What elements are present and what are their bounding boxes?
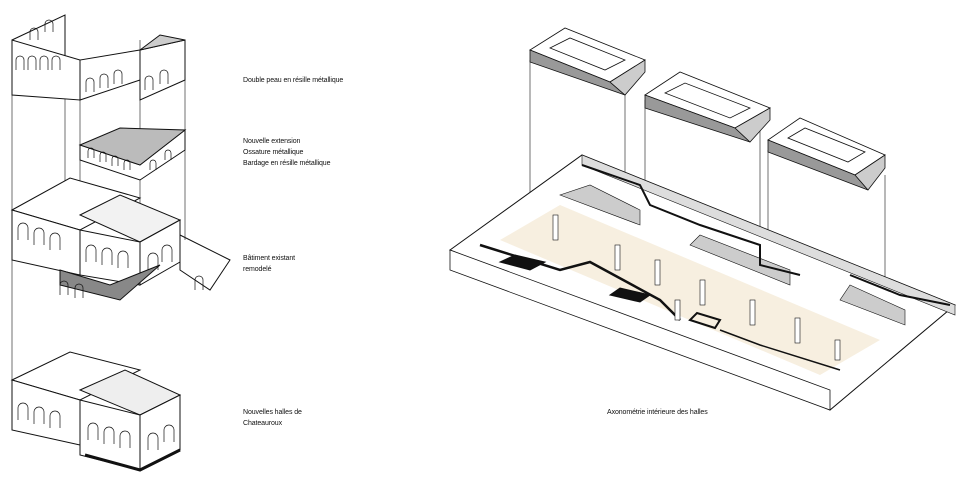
layer-new-halls xyxy=(10,351,182,472)
label-double-skin: Double peau en résille métallique xyxy=(243,75,343,86)
interior-floor-plan xyxy=(448,154,956,411)
label-line: Chateauroux xyxy=(243,420,282,427)
label-new-extension: Nouvelle extension Ossature métallique B… xyxy=(243,136,330,169)
roof-lanterns xyxy=(529,27,886,191)
caption-text: Axonométrie intérieure des halles xyxy=(607,409,708,416)
roof-lantern xyxy=(529,27,646,96)
roof-lantern xyxy=(644,71,771,143)
label-line: Nouvelles halles de xyxy=(243,409,302,416)
label-line: Bardage en résille métallique xyxy=(243,160,331,167)
layer-existing-building xyxy=(10,177,231,301)
label-line: Nouvelle extension xyxy=(243,138,301,145)
caption-interior-axonometry: Axonométrie intérieure des halles xyxy=(607,407,708,418)
label-line: Double peau en résille métallique xyxy=(243,77,344,84)
label-line: Ossature métallique xyxy=(243,149,304,156)
label-line: remodelé xyxy=(243,266,272,273)
layer-double-skin xyxy=(11,14,186,101)
label-existing-building: Bâtiment existant remodelé xyxy=(243,253,295,275)
label-line: Bâtiment existant xyxy=(243,255,295,262)
columns xyxy=(552,214,841,361)
layer-new-extension xyxy=(78,127,187,181)
label-new-halls: Nouvelles halles de Chateauroux xyxy=(243,407,302,429)
roof-lantern xyxy=(767,117,886,191)
